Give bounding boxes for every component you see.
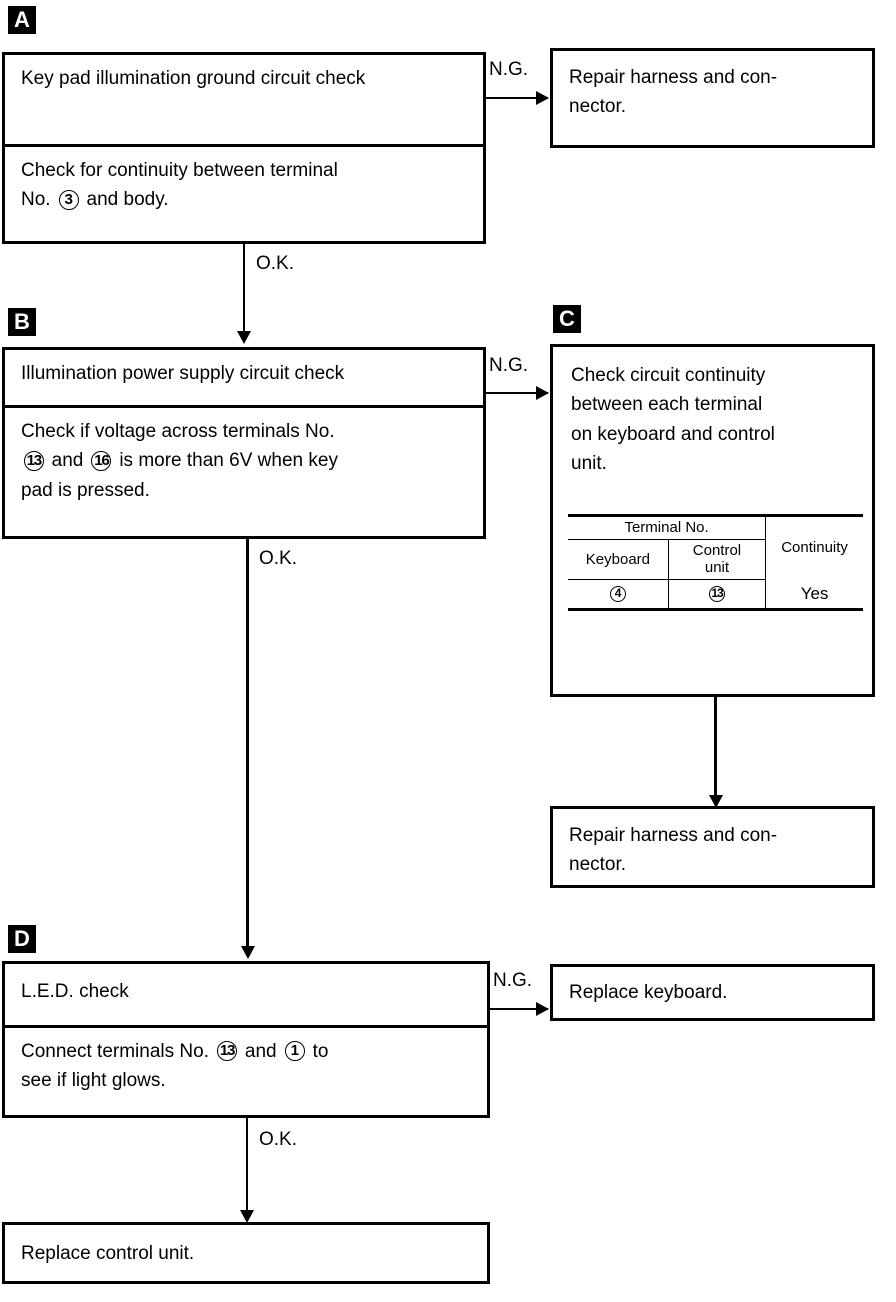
step-box-d: L.E.D. check Connect terminals No. 13 an… [2, 961, 490, 1118]
continuity-table: Terminal No. Continuity Keyboard Control… [568, 513, 863, 611]
step-badge-a: A [8, 6, 36, 34]
step-b-body-and: and [51, 450, 84, 472]
terminal-number-3: 3 [58, 189, 79, 210]
step-b-body-line3: pad is pressed. [21, 479, 150, 501]
connector-a-ng-arrowhead [536, 91, 549, 105]
step-badge-c: C [553, 305, 581, 333]
result-c-line1: Repair harness and con- [569, 825, 778, 846]
connector-c-result-arrowhead [709, 795, 723, 808]
step-c-heading-line3: on keyboard and control [571, 423, 775, 445]
edge-label-ng-d: N.G. [493, 970, 533, 991]
table-header-keyboard: Keyboard [568, 539, 669, 581]
step-b-body: Check if voltage across terminals No. 13… [5, 408, 483, 538]
step-b-body-line1: Check if voltage across terminals No. [21, 421, 335, 442]
step-d-body-line2: see if light glows. [21, 1070, 166, 1092]
result-box-d-ok: Replace control unit. [2, 1222, 490, 1284]
connector-d-ok-arrowhead [240, 1210, 254, 1223]
step-badge-d: D [8, 925, 36, 953]
result-c-line2: nector. [569, 854, 627, 876]
table-cell-control-unit-terminal: 13 [668, 579, 767, 611]
connector-a-ok-line [243, 244, 245, 333]
step-a-body: Check for continuity between terminal No… [5, 147, 483, 244]
table-header-control-unit-line1: Control [692, 541, 742, 559]
edge-label-ok-a: O.K. [256, 253, 295, 274]
step-a-heading: Key pad illumination ground circuit chec… [5, 55, 483, 147]
connector-d-ng-line [490, 1008, 548, 1010]
terminal-number-16: 16 [91, 450, 112, 471]
table-header-continuity: Continuity [765, 513, 863, 580]
table-header-control-unit-line2: unit [704, 559, 730, 577]
table-row: 4 13 Yes [568, 579, 863, 611]
result-box-a-ng: Repair harness and con- nector. [550, 48, 875, 148]
step-a-body-line1: Check for continuity between terminal [21, 160, 338, 181]
terminal-number-13: 13 [23, 450, 44, 471]
result-a-ng-line1: Repair harness and con- [569, 67, 778, 88]
terminal-number-13: 13 [708, 585, 726, 602]
step-a-body-prefix: No. [21, 189, 51, 211]
terminal-number-13: 13 [216, 1041, 237, 1062]
step-a-body-suffix: and body. [86, 189, 169, 211]
connector-a-ng-line [486, 97, 548, 99]
edge-label-ng-b: N.G. [489, 355, 529, 376]
table-row-header-cols: Keyboard Control unit [568, 539, 863, 581]
step-d-body: Connect terminals No. 13 and 1 to see if… [5, 1028, 487, 1115]
result-box-c: Repair harness and con- nector. [550, 806, 875, 888]
step-c-heading-line1: Check circuit continuity [571, 365, 766, 386]
connector-b-ng-arrowhead [536, 386, 549, 400]
step-b-body-line2: is more than 6V when key [119, 450, 338, 472]
step-box-b: Illumination power supply circuit check … [2, 347, 486, 539]
step-c-heading: Check circuit continuity between each te… [553, 347, 872, 479]
terminal-number-1: 1 [284, 1041, 305, 1062]
edge-label-ok-d: O.K. [259, 1129, 298, 1150]
step-box-a: Key pad illumination ground circuit chec… [2, 52, 486, 244]
connector-d-ng-arrowhead [536, 1002, 549, 1016]
table-header-terminal-no: Terminal No. [568, 514, 767, 540]
step-d-body-prefix: Connect terminals No. [21, 1041, 209, 1062]
step-d-body-mid: to [312, 1041, 329, 1062]
connector-c-result-line [714, 697, 717, 798]
step-c-heading-line4: unit. [571, 453, 607, 475]
connector-b-ok-line [246, 539, 249, 949]
connector-b-ok-arrowhead [241, 946, 255, 959]
step-d-heading: L.E.D. check [5, 964, 487, 1028]
table-header-control-unit: Control unit [668, 539, 767, 581]
step-d-body-and: and [244, 1041, 277, 1062]
table-row-header-span: Terminal No. Continuity [568, 513, 863, 580]
step-b-heading: Illumination power supply circuit check [5, 350, 483, 408]
connector-b-ng-line [486, 392, 548, 394]
edge-label-ng-a: N.G. [489, 59, 529, 80]
table-cell-continuity-value: Yes [765, 579, 863, 611]
step-c-heading-line2: between each terminal [571, 394, 763, 416]
table-cell-keyboard-terminal: 4 [568, 579, 669, 611]
connector-a-ok-arrowhead [237, 331, 251, 344]
terminal-number-4: 4 [609, 585, 626, 602]
result-a-ng-line2: nector. [569, 96, 627, 118]
connector-d-ok-line [246, 1118, 248, 1213]
edge-label-ok-b: O.K. [259, 548, 298, 569]
result-box-d-ng: Replace keyboard. [550, 964, 875, 1021]
step-badge-b: B [8, 308, 36, 336]
